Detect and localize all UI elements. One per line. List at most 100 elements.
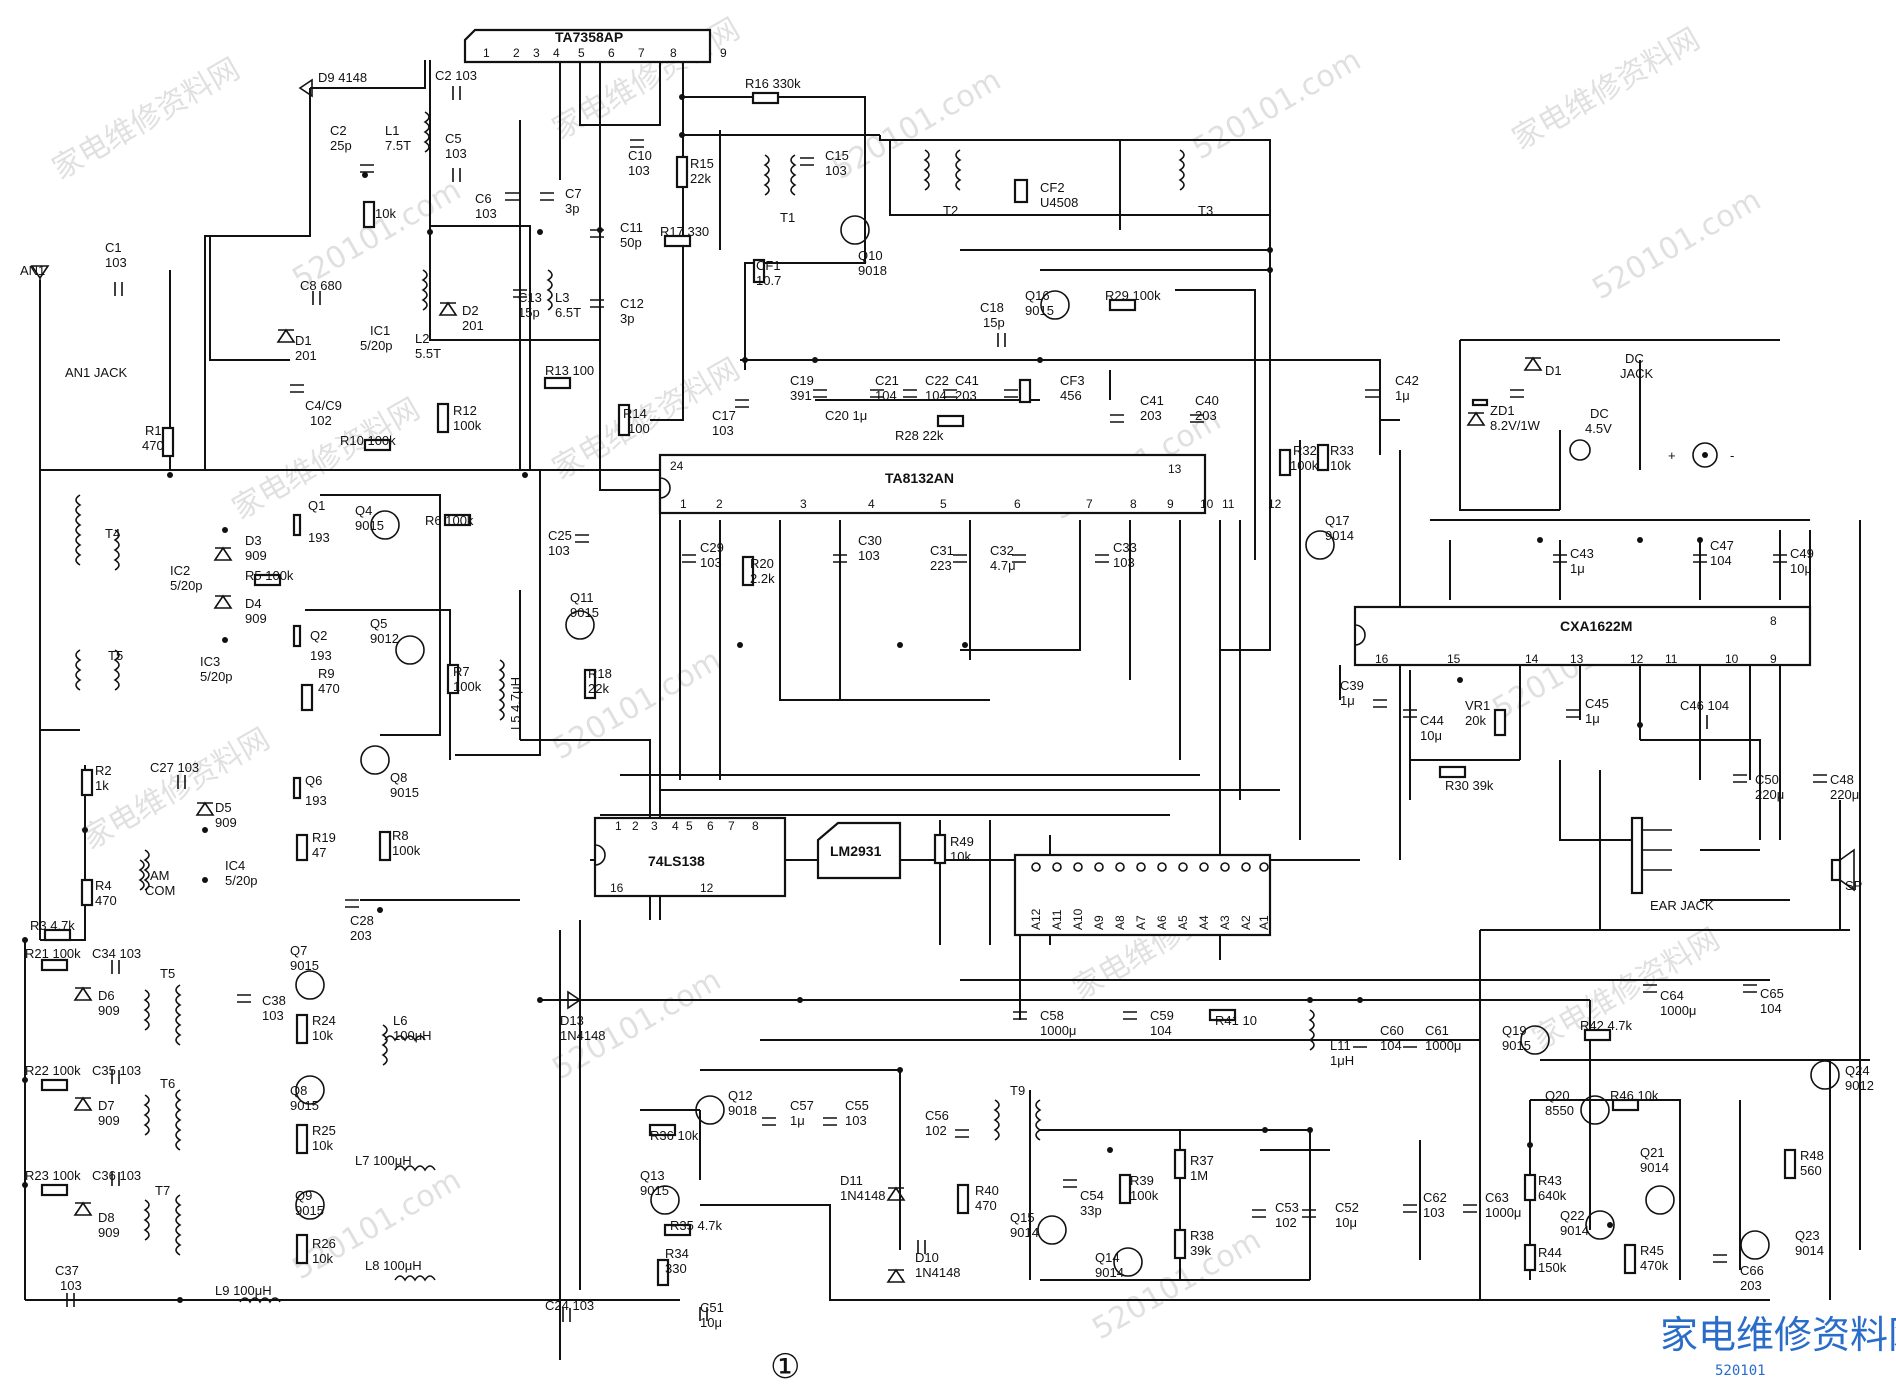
- svg-text:C39: C39: [1340, 678, 1364, 693]
- svg-text:Q5: Q5: [370, 616, 387, 631]
- svg-text:9012: 9012: [370, 631, 399, 646]
- svg-text:R16 330k: R16 330k: [745, 76, 801, 91]
- connection-dots: [22, 94, 1703, 1303]
- svg-text:9014: 9014: [1095, 1265, 1124, 1280]
- svg-text:Q14: Q14: [1095, 1250, 1120, 1265]
- svg-text:R21 100k: R21 100k: [25, 946, 81, 961]
- svg-text:C35 103: C35 103: [92, 1063, 141, 1078]
- svg-text:12: 12: [1630, 652, 1644, 666]
- svg-text:520101.com: 520101.com: [1587, 183, 1767, 307]
- ic-ta8132an: TA8132AN 24 13 1 2 3 4 5 6 7 8 9 10 11 1…: [658, 453, 1282, 515]
- svg-text:C31: C31: [930, 543, 954, 558]
- svg-text:C13: C13: [518, 290, 542, 305]
- svg-text:16: 16: [1375, 652, 1389, 666]
- svg-text:5/20p: 5/20p: [360, 338, 393, 353]
- svg-text:7.5T: 7.5T: [385, 138, 411, 153]
- dc-plug-icon: + -: [1668, 442, 1734, 468]
- svg-text:13: 13: [1168, 462, 1182, 476]
- svg-text:DC: DC: [1625, 351, 1644, 366]
- svg-text:103: 103: [628, 163, 650, 178]
- svg-text:8: 8: [670, 46, 677, 60]
- svg-text:9015: 9015: [355, 518, 384, 533]
- svg-text:A6: A6: [1155, 915, 1169, 930]
- svg-text:909: 909: [98, 1225, 120, 1240]
- svg-text:R26: R26: [312, 1236, 336, 1251]
- svg-text:D5: D5: [215, 800, 232, 815]
- svg-text:1N4148: 1N4148: [915, 1265, 961, 1280]
- svg-text:A11: A11: [1050, 909, 1064, 930]
- svg-text:C62: C62: [1423, 1190, 1447, 1205]
- capacitors: [66, 86, 1827, 1322]
- svg-text:15p: 15p: [518, 305, 540, 320]
- svg-text:13: 13: [1570, 652, 1584, 666]
- svg-text:C33: C33: [1113, 540, 1137, 555]
- svg-text:C32: C32: [990, 543, 1014, 558]
- svg-text:9015: 9015: [290, 1098, 319, 1113]
- svg-text:L6: L6: [393, 1013, 407, 1028]
- svg-text:L11: L11: [1330, 1038, 1351, 1053]
- svg-text:CXA1622M: CXA1622M: [1560, 618, 1632, 634]
- svg-text:3: 3: [800, 497, 807, 511]
- svg-text:104: 104: [1150, 1023, 1172, 1038]
- svg-text:R33: R33: [1330, 443, 1354, 458]
- svg-text:104: 104: [1710, 553, 1732, 568]
- svg-text:C46 104: C46 104: [1680, 698, 1729, 713]
- svg-text:D6: D6: [98, 988, 115, 1003]
- svg-text:C7: C7: [565, 186, 582, 201]
- svg-text:9015: 9015: [1502, 1038, 1531, 1053]
- svg-text:L8 100μH: L8 100μH: [365, 1258, 422, 1273]
- svg-text:74LS138: 74LS138: [648, 853, 705, 869]
- svg-text:102: 102: [1275, 1215, 1297, 1230]
- svg-text:7: 7: [728, 819, 735, 833]
- svg-text:Q4: Q4: [355, 503, 372, 518]
- svg-text:640k: 640k: [1538, 1188, 1567, 1203]
- svg-text:C57: C57: [790, 1098, 814, 1113]
- svg-text:Q22: Q22: [1560, 1208, 1585, 1223]
- svg-text:家电维修资料网: 家电维修资料网: [1527, 922, 1726, 1057]
- svg-text:EAR JACK: EAR JACK: [1650, 898, 1714, 913]
- svg-text:4: 4: [553, 46, 560, 60]
- svg-text:520101.com: 520101.com: [1187, 43, 1367, 167]
- svg-text:909: 909: [215, 815, 237, 830]
- svg-text:C2: C2: [330, 123, 347, 138]
- svg-text:3p: 3p: [565, 201, 579, 216]
- svg-text:Q9: Q9: [295, 1188, 312, 1203]
- svg-text:A2: A2: [1239, 915, 1253, 930]
- svg-text:470k: 470k: [1640, 1258, 1669, 1273]
- svg-text:D1: D1: [1545, 363, 1562, 378]
- svg-text:1μH: 1μH: [1330, 1053, 1354, 1068]
- svg-text:C47: C47: [1710, 538, 1734, 553]
- svg-text:IC3: IC3: [200, 654, 220, 669]
- svg-text:A10: A10: [1071, 908, 1085, 930]
- svg-text:C25: C25: [548, 528, 572, 543]
- svg-text:D2: D2: [462, 303, 479, 318]
- svg-text:12: 12: [700, 881, 714, 895]
- svg-text:C5: C5: [445, 131, 462, 146]
- svg-text:10μ: 10μ: [700, 1315, 722, 1330]
- svg-text:R1: R1: [145, 423, 162, 438]
- svg-text:IC1: IC1: [370, 323, 390, 338]
- svg-text:Q1: Q1: [308, 498, 325, 513]
- svg-text:456: 456: [1060, 388, 1082, 403]
- svg-text:7: 7: [1086, 497, 1093, 511]
- svg-text:47: 47: [312, 845, 326, 860]
- svg-text:VR1: VR1: [1465, 698, 1490, 713]
- svg-text:R7: R7: [453, 664, 470, 679]
- svg-text:103: 103: [700, 555, 722, 570]
- svg-text:5/20p: 5/20p: [225, 873, 258, 888]
- svg-text:Q17: Q17: [1325, 513, 1350, 528]
- svg-text:T6: T6: [160, 1076, 175, 1091]
- svg-text:9015: 9015: [390, 785, 419, 800]
- svg-text:2: 2: [632, 819, 639, 833]
- svg-text:4.5V: 4.5V: [1585, 421, 1612, 436]
- svg-text:C54: C54: [1080, 1188, 1104, 1203]
- svg-text:103: 103: [475, 206, 497, 221]
- svg-text:R37: R37: [1190, 1153, 1214, 1168]
- svg-text:520101: 520101: [1715, 1363, 1766, 1379]
- svg-text:D11: D11: [840, 1173, 863, 1188]
- svg-text:150k: 150k: [1538, 1260, 1567, 1275]
- svg-text:103: 103: [1423, 1205, 1445, 1220]
- svg-text:DC: DC: [1590, 406, 1609, 421]
- svg-text:R30 39k: R30 39k: [1445, 778, 1494, 793]
